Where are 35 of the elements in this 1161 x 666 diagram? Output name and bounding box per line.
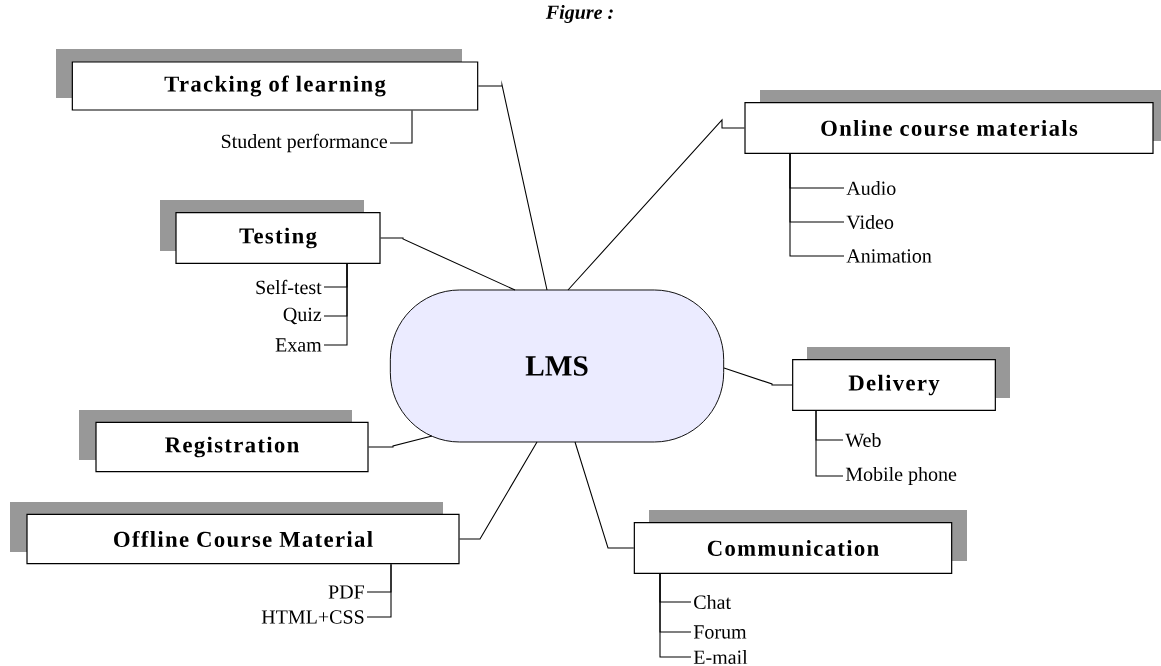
item-label: Forum: [693, 625, 747, 639]
item-label: Exam: [275, 338, 322, 352]
category-box: Registration: [79, 410, 369, 473]
connector-line: [477, 80, 548, 291]
item-label: Student performance: [221, 133, 388, 153]
category-box: Testing: [160, 200, 381, 264]
connector-line: [366, 563, 392, 618]
item-label: Quiz: [283, 307, 322, 325]
connector-line: [389, 110, 413, 144]
category-box: Delivery: [792, 347, 1010, 411]
category-box: Online course materials: [744, 90, 1161, 154]
connector-line: [815, 410, 844, 477]
connector-line: [323, 263, 348, 346]
connector-line: [567, 118, 745, 291]
item-label: Chat: [694, 594, 731, 609]
category-box: Tracking of learning: [56, 49, 479, 111]
item-label: Audio: [846, 180, 896, 195]
item-label: PDF: [328, 585, 364, 599]
category-box: Communication: [633, 510, 967, 574]
connector-line: [723, 367, 793, 386]
item-label: Mobile phone: [845, 466, 957, 486]
connector-line: [789, 153, 845, 257]
item-label: HTML+CSS: [261, 610, 364, 624]
category-box: Offline Course Material: [10, 502, 460, 565]
item-label: Animation: [846, 249, 932, 263]
figure-title: Figure :: [545, 4, 613, 24]
connector-line: [459, 441, 538, 540]
connector-line: [368, 435, 433, 448]
connector-line: [574, 441, 635, 549]
connector-line: [659, 573, 692, 658]
item-label: Web: [845, 432, 881, 448]
item-label: E-mail: [693, 649, 748, 664]
item-label: Self-test: [256, 279, 322, 295]
connector-line: [380, 237, 516, 291]
item-label: Video: [846, 214, 894, 230]
